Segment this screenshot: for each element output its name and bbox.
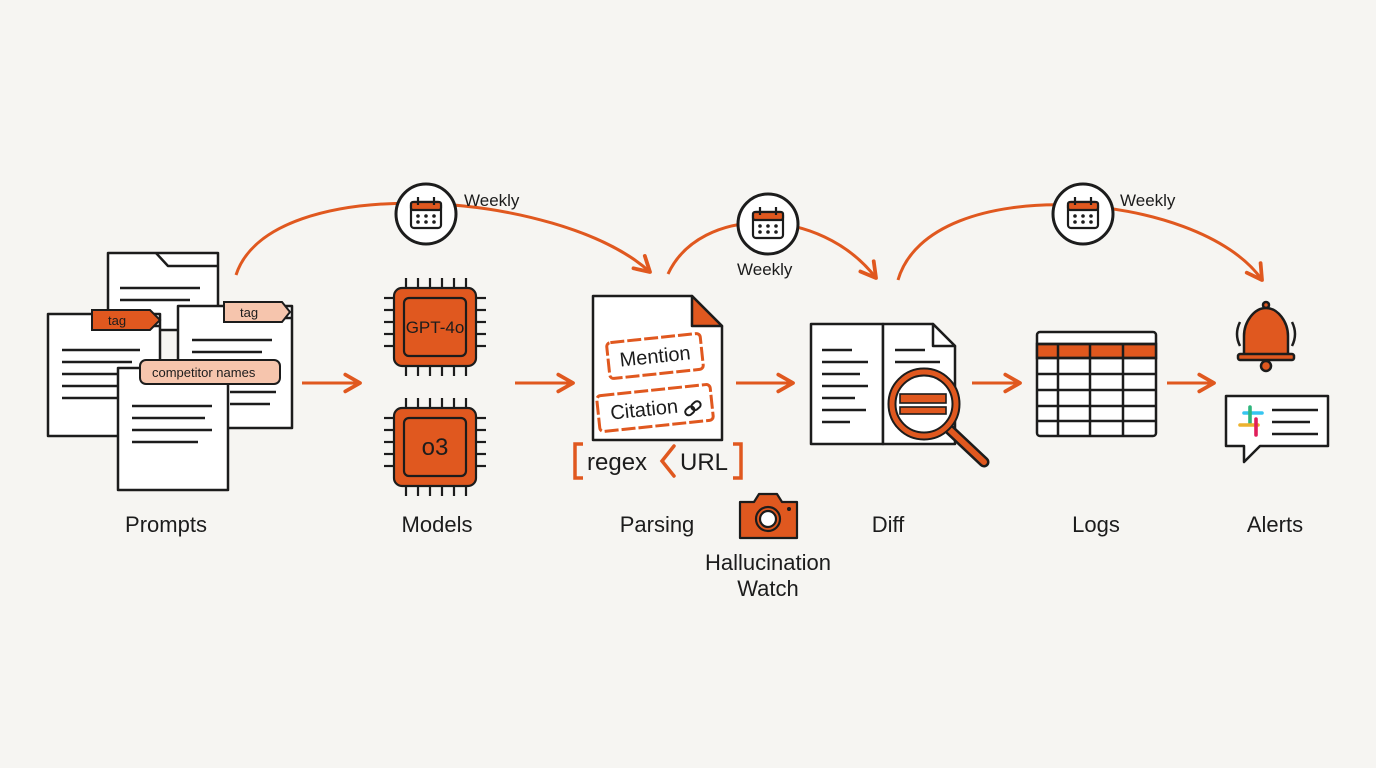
weekly-label-3: Weekly — [1120, 191, 1176, 210]
stage-label-alerts: Alerts — [1246, 512, 1304, 537]
tag-label: tag — [240, 305, 258, 320]
tag-label: competitor names — [152, 365, 256, 380]
tag-badge — [139, 359, 281, 385]
calendar-icon — [394, 182, 458, 246]
url-label: URL — [680, 449, 728, 476]
link-icon — [684, 400, 702, 417]
bell-icon — [1235, 300, 1297, 373]
chat-message-icon — [1224, 394, 1330, 464]
magnifier-icon — [887, 367, 990, 468]
weekly-label-1: Weekly — [464, 191, 520, 210]
weekly-label-2: Weekly — [737, 260, 793, 279]
calendar-icon — [736, 192, 800, 256]
calendar-icon — [1051, 182, 1115, 246]
slack-icon — [1238, 405, 1264, 437]
model-chip-icon — [384, 398, 486, 496]
citation-stamp — [595, 383, 715, 433]
mention-stamp — [605, 332, 705, 380]
hallucination-line-1: Hallucination — [705, 550, 831, 575]
tag-badge — [91, 309, 162, 331]
stage-label-diff: Diff — [871, 512, 905, 537]
angle-icon — [659, 444, 676, 478]
camera-icon — [738, 492, 799, 540]
model-chip-label: GPT-4o — [406, 318, 465, 337]
stage-label-prompts: Prompts — [125, 512, 207, 537]
stage-label-logs: Logs — [1072, 512, 1120, 537]
hallucination-line-2: Watch — [737, 576, 799, 601]
regex-label: regex — [587, 449, 647, 476]
stage-label-models: Models — [401, 512, 473, 537]
hallucination-watch-label: Hallucination Watch — [678, 550, 858, 602]
stage-label-parsing: Parsing — [619, 512, 695, 537]
model-chip-label: o3 — [422, 434, 449, 461]
left-bracket-icon — [573, 442, 583, 480]
tag-label: tag — [108, 313, 126, 328]
tag-badge — [223, 301, 292, 323]
log-table-icon — [1035, 330, 1158, 438]
model-chip-icon — [384, 278, 486, 376]
right-bracket-icon — [733, 442, 743, 480]
